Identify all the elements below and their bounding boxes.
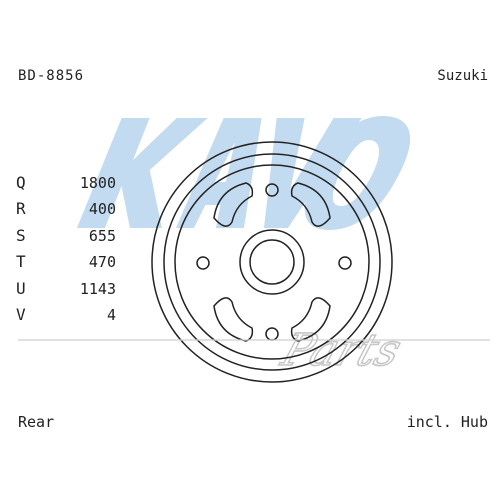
spec-key-r: R (16, 199, 26, 218)
spec-key-q: Q (16, 173, 26, 192)
spec-value-r: 400 (88, 200, 116, 218)
mounting-position: Rear (18, 413, 55, 431)
bolt-hole-top (265, 183, 279, 197)
hub-bore (249, 239, 295, 285)
hub-outer-ring (239, 229, 305, 295)
slot-bottom-right (290, 297, 331, 342)
slot-top-left (213, 182, 254, 227)
part-number: BD-8856 (18, 68, 85, 84)
drum-inner-rim (163, 153, 381, 371)
spec-key-v: V (16, 305, 26, 324)
bolt-hole-left (196, 256, 210, 270)
slot-bottom-left (213, 297, 254, 342)
hub-note: incl. Hub (406, 413, 488, 431)
drum-face (174, 164, 370, 360)
spec-key-u: U (16, 279, 26, 298)
spec-value-u: 1143 (79, 280, 116, 298)
slot-top-right (290, 182, 331, 227)
spec-value-v: 4 (106, 306, 116, 324)
spec-value-s: 655 (88, 227, 116, 245)
spec-value-q: 1800 (79, 174, 116, 192)
bolt-hole-right (338, 256, 352, 270)
bolt-hole-bottom (265, 327, 279, 341)
drum-outer-rim (151, 141, 393, 383)
spec-key-t: T (16, 252, 26, 271)
spec-key-s: S (16, 226, 26, 245)
spec-value-t: 470 (88, 253, 116, 271)
brand-name: Suzuki (437, 68, 488, 84)
